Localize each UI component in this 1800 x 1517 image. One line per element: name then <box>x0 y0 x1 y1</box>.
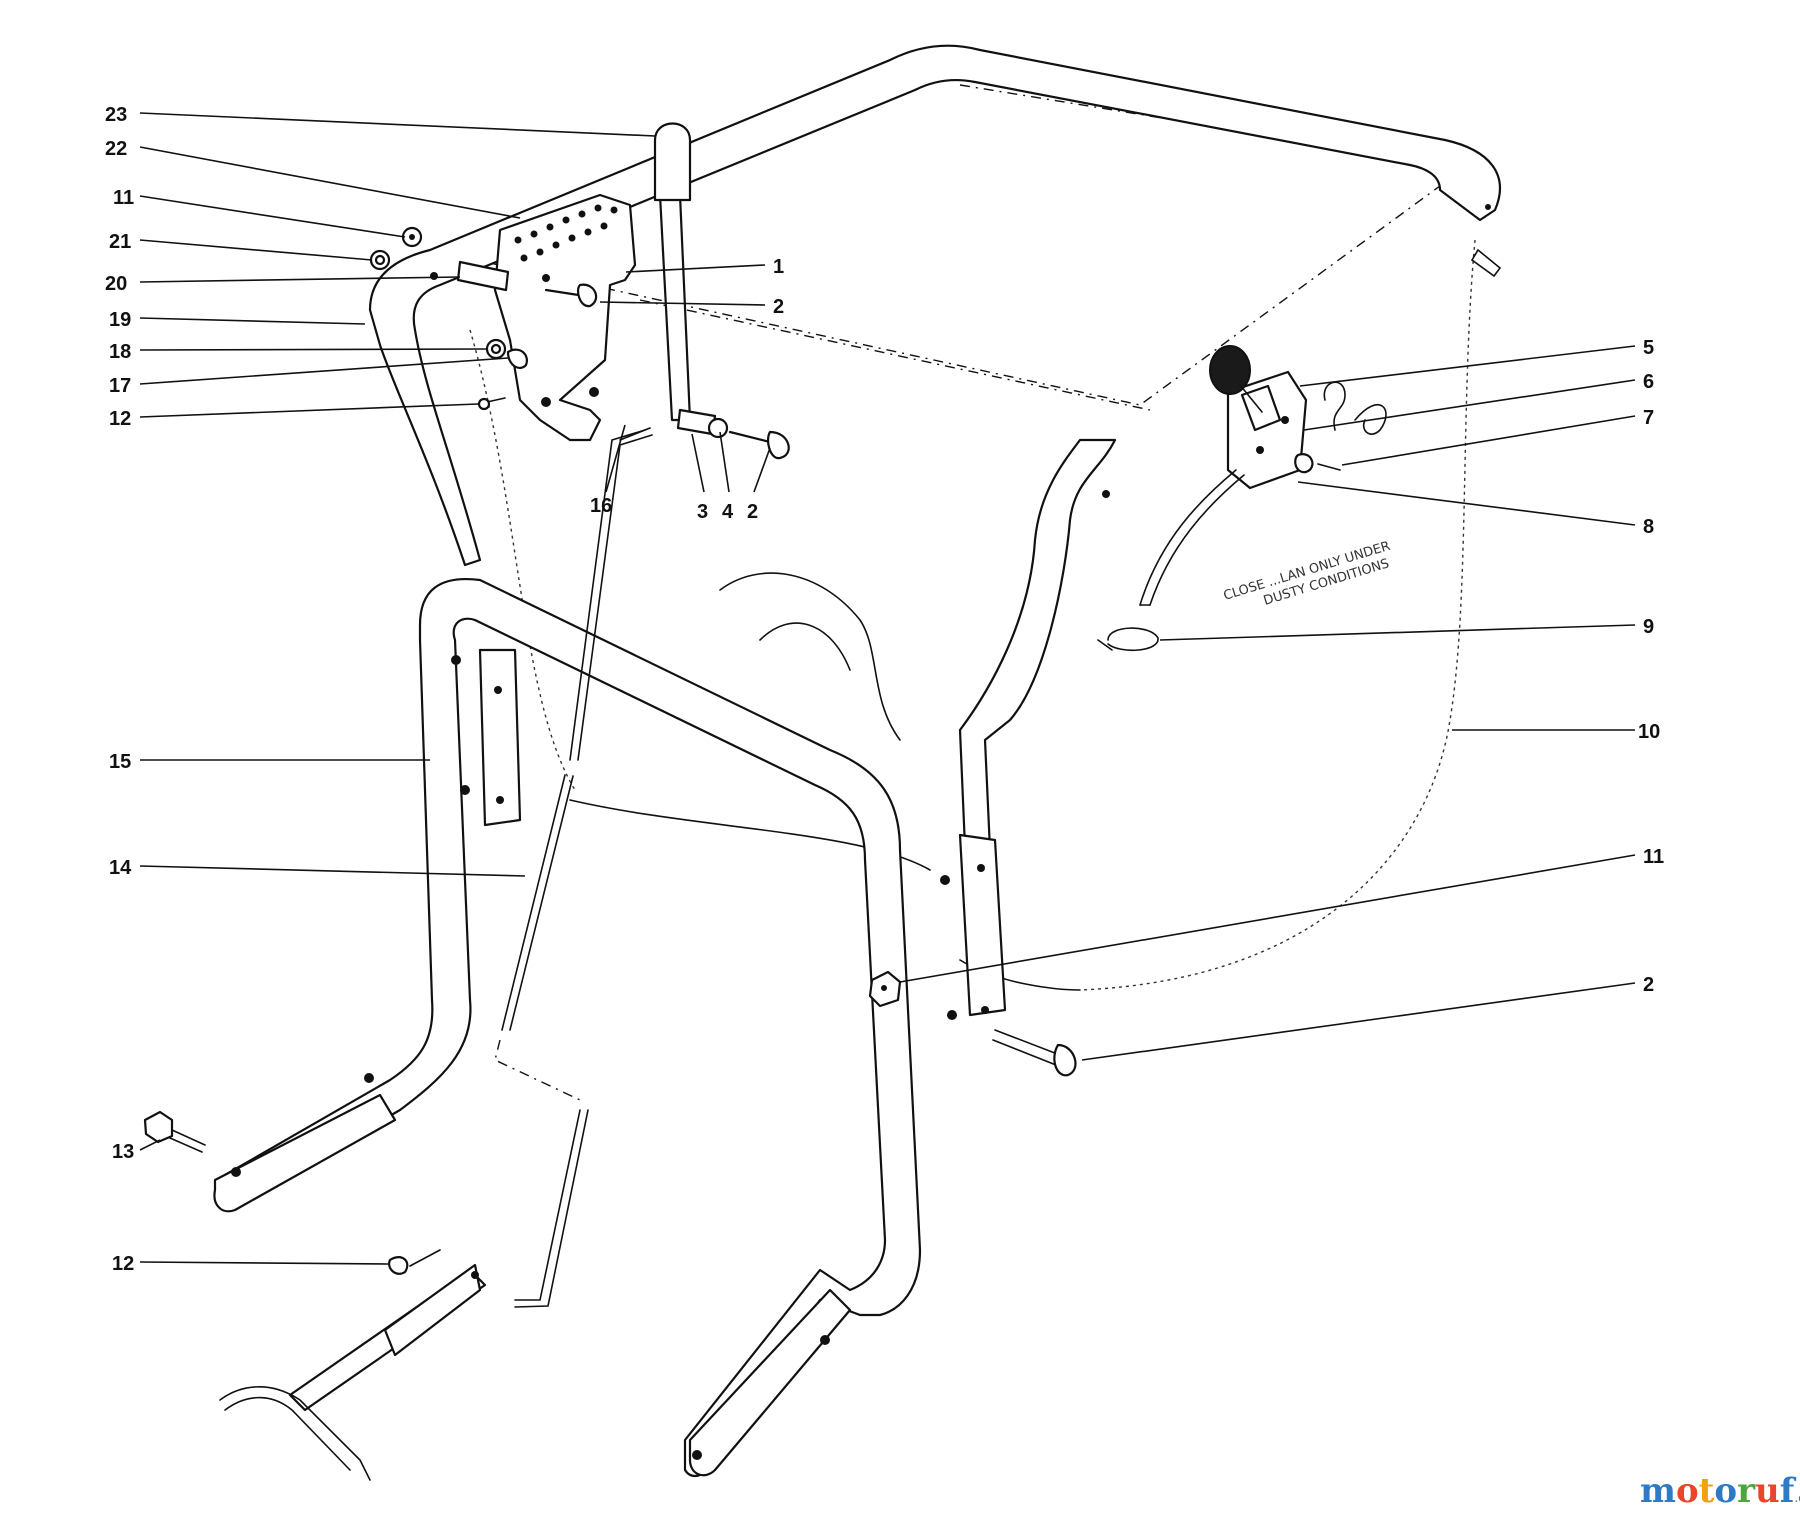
leader-lines <box>139 112 1636 1265</box>
callout-11-upper: 11 <box>113 187 134 209</box>
callout-4: 4 <box>722 501 734 523</box>
callout-labels: 23 22 11 21 20 19 18 17 12 16 3 4 2 1 2 … <box>105 104 1664 1275</box>
callout-2-middle: 2 <box>747 501 758 523</box>
motoruf-watermark: motoruf.de <box>1640 1471 1800 1511</box>
watermark-logo: motoruf.de <box>1640 1471 1800 1511</box>
watermark-letter: r <box>1737 1471 1756 1511</box>
callout-9: 9 <box>1643 616 1654 638</box>
watermark-letter: f <box>1780 1471 1797 1511</box>
callout-23: 23 <box>105 104 127 126</box>
watermark-letter: o <box>1676 1471 1699 1511</box>
callout-6: 6 <box>1643 371 1654 393</box>
upper-handle <box>368 44 1501 967</box>
callout-17: 17 <box>109 375 131 397</box>
callout-14: 14 <box>109 857 132 879</box>
callout-12-lower: 12 <box>112 1253 134 1275</box>
callout-16: 16 <box>590 495 612 517</box>
callout-1: 1 <box>773 256 784 278</box>
lower-handle <box>213 578 1007 1478</box>
drive-linkage <box>219 1263 487 1481</box>
callout-19: 19 <box>109 309 131 331</box>
loose-fasteners <box>143 970 1077 1275</box>
callout-3: 3 <box>697 501 708 523</box>
height-adjust-assembly <box>369 122 790 460</box>
callout-11-lower: 11 <box>1643 846 1664 868</box>
callout-2-upper: 2 <box>773 296 784 318</box>
control-rod <box>494 429 653 1308</box>
callout-2-lower: 2 <box>1643 974 1654 996</box>
callout-20: 20 <box>105 273 127 295</box>
callout-21: 21 <box>109 231 131 253</box>
watermark-letter: u <box>1755 1471 1780 1511</box>
callout-15: 15 <box>109 751 131 773</box>
watermark-suffix: .de <box>1794 1491 1800 1505</box>
callout-5: 5 <box>1643 337 1654 359</box>
callout-12-upper: 12 <box>109 408 131 430</box>
watermark-letter: m <box>1640 1471 1676 1511</box>
watermark-letter: t <box>1699 1471 1715 1511</box>
callout-13: 13 <box>112 1141 134 1163</box>
watermark-letter: o <box>1714 1471 1737 1511</box>
callout-8: 8 <box>1643 516 1654 538</box>
callout-18: 18 <box>109 341 131 363</box>
callout-10: 10 <box>1638 721 1660 743</box>
callout-22: 22 <box>105 138 127 160</box>
callout-7: 7 <box>1643 407 1654 429</box>
chute-control-assembly <box>1097 345 1341 652</box>
